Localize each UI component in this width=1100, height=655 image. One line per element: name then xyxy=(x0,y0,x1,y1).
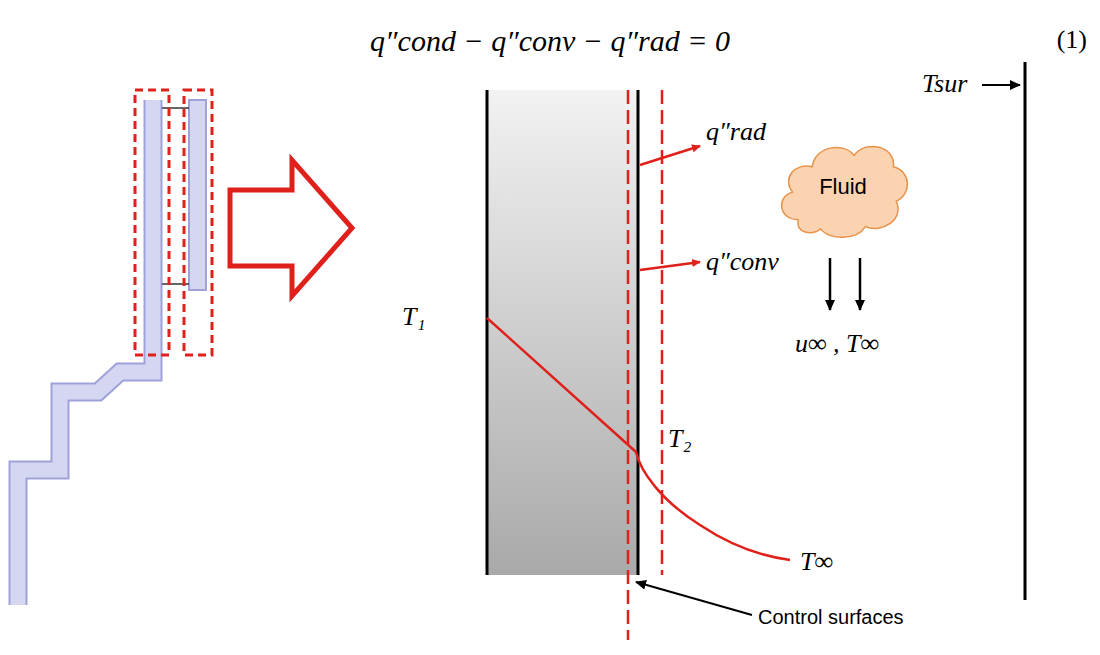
callout-text: Control surfaces xyxy=(758,606,904,628)
svg-part xyxy=(184,90,212,355)
flow-arrow xyxy=(859,258,862,310)
flow-label: u∞ , T∞ xyxy=(795,330,879,359)
part-sketch xyxy=(18,90,212,605)
control-surface xyxy=(627,90,630,640)
svg-part xyxy=(162,107,189,109)
temperature-label: T∞ xyxy=(800,548,833,577)
zoom-arrow xyxy=(230,160,352,296)
temperature-profile xyxy=(487,318,790,560)
temperature-label: Tsur xyxy=(922,70,967,99)
leader-arrow xyxy=(982,84,1020,86)
svg-part xyxy=(18,100,153,605)
svg-part xyxy=(135,90,169,355)
svg-part xyxy=(637,90,640,575)
temperature-label: T₁ xyxy=(402,303,426,332)
equation: q″cond − q″conv − q″rad = 0 xyxy=(370,24,730,57)
convection-arrow xyxy=(640,262,700,270)
svg-part xyxy=(486,90,489,575)
surroundings-wall xyxy=(1024,62,1027,600)
flow-arrow xyxy=(829,258,832,310)
leader-arrow xyxy=(636,582,752,615)
node-text: Fluid xyxy=(819,174,867,200)
svg-part xyxy=(189,100,206,290)
fluid-cloud: Fluid xyxy=(773,130,913,245)
svg-part xyxy=(487,90,638,575)
control-surface xyxy=(661,90,664,575)
equation-number: (1) xyxy=(1057,26,1087,55)
flux-label: q″rad xyxy=(706,118,766,147)
cloud-outline xyxy=(782,146,908,237)
temperature-label: T₂ xyxy=(668,425,692,454)
radiation-arrow xyxy=(640,146,700,165)
wall xyxy=(487,90,638,575)
flux-label: q″conv xyxy=(706,248,779,277)
svg-part xyxy=(18,100,153,605)
